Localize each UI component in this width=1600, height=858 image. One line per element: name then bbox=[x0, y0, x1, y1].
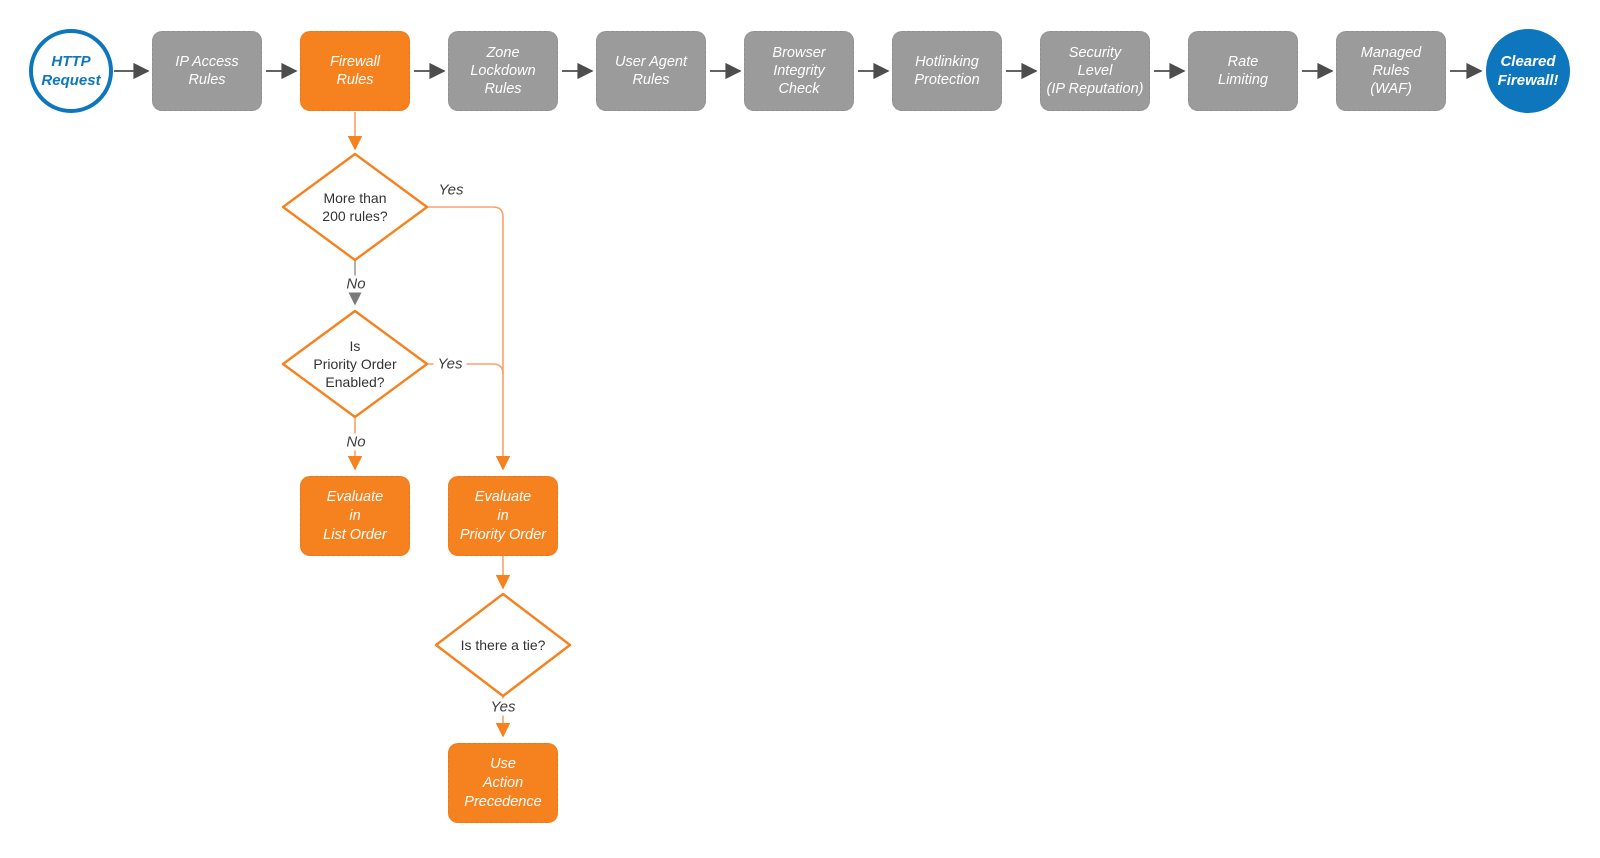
action-use-action-precedence: Use Action Precedence bbox=[448, 743, 558, 823]
decision-is-there-a-tie: Is there a tie? bbox=[460, 637, 546, 653]
edge-decision2-yes bbox=[427, 363, 504, 375]
node-http-request: HTTP Request bbox=[29, 29, 113, 113]
edge-label-priority-enabled-yes: Yes bbox=[433, 355, 467, 373]
stage-firewall-rules: Firewall Rules bbox=[300, 31, 410, 111]
edge-label-priority-enabled-no: No bbox=[342, 433, 370, 451]
stage-security-level: Security Level (IP Reputation) bbox=[1040, 31, 1150, 111]
edge-label-more-than-200-no: No bbox=[342, 275, 370, 293]
stage-zone-lockdown-rules: Zone Lockdown Rules bbox=[448, 31, 558, 111]
decision-more-than-200-rules-shape bbox=[281, 152, 429, 262]
edge-label-tie-yes: Yes bbox=[486, 698, 520, 716]
edge-decision1-yes bbox=[427, 206, 511, 471]
stage-ip-access-rules: IP Access Rules bbox=[152, 31, 262, 111]
decision-more-than-200-rules: More than 200 rules? bbox=[322, 190, 388, 224]
action-evaluate-priority-order: Evaluate in Priority Order bbox=[448, 476, 558, 556]
decision-priority-order-enabled-shape bbox=[281, 309, 429, 419]
stage-managed-rules-waf: Managed Rules (WAF) bbox=[1336, 31, 1446, 111]
stage-rate-limiting: Rate Limiting bbox=[1188, 31, 1298, 111]
node-cleared-firewall: Cleared Firewall! bbox=[1486, 29, 1570, 113]
decision-priority-order-enabled: Is Priority Order Enabled? bbox=[313, 338, 397, 390]
decision-is-there-a-tie-shape bbox=[434, 592, 572, 698]
stage-hotlinking-protection: Hotlinking Protection bbox=[892, 31, 1002, 111]
stage-browser-integrity-check: Browser Integrity Check bbox=[744, 31, 854, 111]
stage-user-agent-rules: User Agent Rules bbox=[596, 31, 706, 111]
action-evaluate-list-order: Evaluate in List Order bbox=[300, 476, 410, 556]
edge-label-more-than-200-yes: Yes bbox=[434, 181, 468, 199]
